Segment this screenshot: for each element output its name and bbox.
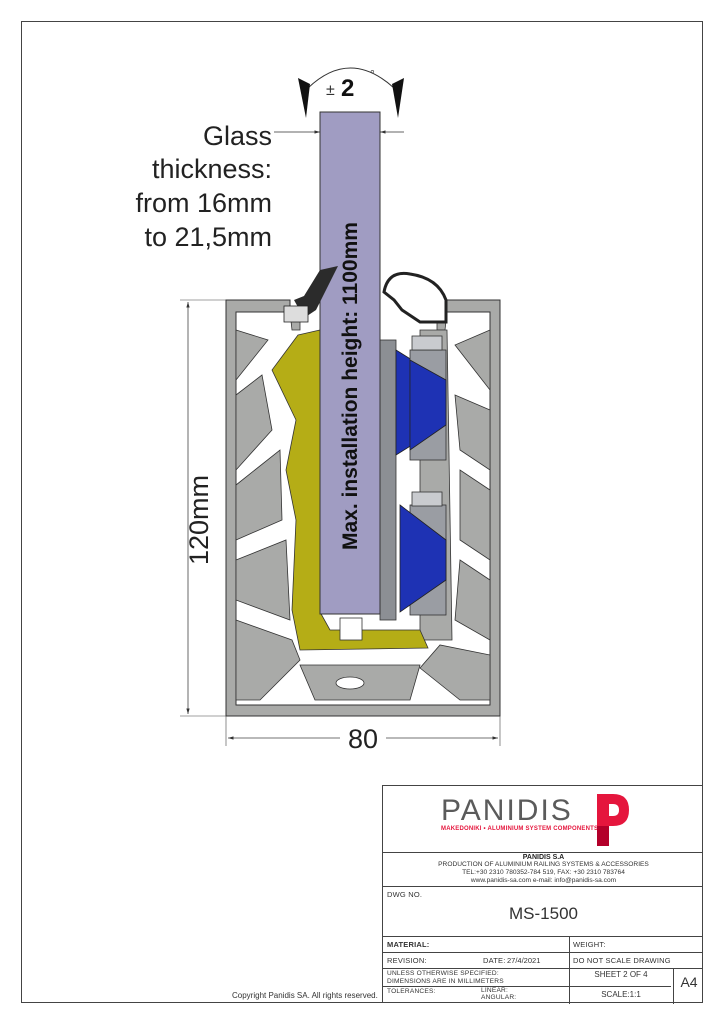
wedge-upper xyxy=(395,335,447,461)
rotation-sign: ± xyxy=(326,82,335,99)
dwg-no-label: DWG NO. xyxy=(387,890,423,899)
glass-pane xyxy=(319,111,381,615)
rotation-arrow-right xyxy=(392,78,404,118)
width-dim-text: 80 xyxy=(348,724,378,754)
truss-left-3 xyxy=(235,449,283,541)
max-height-label: Max. installation height: 1100mm xyxy=(339,222,362,550)
gasket-left-base xyxy=(283,305,309,323)
divider-dwg xyxy=(383,936,702,937)
divider-paper-size xyxy=(673,968,674,1004)
screw-head-lower xyxy=(411,491,443,507)
glass-thickness-line-4: to 21,5mm xyxy=(144,222,272,252)
glass-thickness-line-2: thickness: xyxy=(152,154,272,184)
rotation-arc xyxy=(307,67,395,89)
revision-label: REVISION: xyxy=(387,956,427,965)
truss-left-1 xyxy=(235,329,269,382)
date-label: DATE: xyxy=(483,956,506,965)
bottom-hole xyxy=(335,676,365,690)
gasket-right xyxy=(382,271,448,324)
scale-value: SCALE:1:1 xyxy=(601,990,641,999)
truss-right-2 xyxy=(454,394,491,471)
divider-company xyxy=(383,886,702,887)
height-dim-text: 120mm xyxy=(184,475,214,565)
divider-vertical-main xyxy=(569,936,570,1004)
gasket-left xyxy=(294,266,338,318)
truss-left-2 xyxy=(235,374,273,472)
rotation-indicator: ± 2 ° xyxy=(298,67,404,118)
company-web: www.panidis-sa.com e-mail: info@panidis-… xyxy=(470,877,617,884)
divider-logo xyxy=(383,852,702,853)
glass-setting-block xyxy=(339,617,363,641)
blue-wedge-lower xyxy=(399,504,447,613)
divider-revision xyxy=(383,968,702,969)
angular-label: ANGULAR: xyxy=(481,994,517,1001)
weight-label: WEIGHT: xyxy=(573,940,606,949)
drawing-sheet-border xyxy=(21,21,703,1003)
company-name: PANIDIS S.A xyxy=(522,854,565,861)
dwg-no-value: MS-1500 xyxy=(509,904,578,923)
company-activity: PRODUCTION OF ALUMINIUM RAILING SYSTEMS … xyxy=(438,861,649,868)
unless-line-2: DIMENSIONS ARE IN MILLIMETERS xyxy=(387,977,504,985)
rotation-unit: ° xyxy=(370,67,375,81)
date-value: 27/4/2021 xyxy=(507,956,541,965)
wedge-lower xyxy=(399,491,447,616)
truss-right-4 xyxy=(454,559,491,641)
title-block: PANIDIS MAKEDONIKI • ALUMINIUM SYSTEM CO… xyxy=(382,785,704,1004)
copyright-notice: Copyright Panidis SA. All rights reserve… xyxy=(232,991,378,1000)
truss-right-3 xyxy=(459,469,491,561)
truss-left-4 xyxy=(235,539,291,621)
glass-thickness-line-3: from 16mm xyxy=(135,188,272,218)
rotation-arrow-left xyxy=(298,78,310,118)
brand-tagline: MAKEDONIKI • ALUMINIUM SYSTEM COMPONENTS xyxy=(441,826,599,832)
brand-name: PANIDIS xyxy=(441,794,573,827)
truss-right-1 xyxy=(454,329,491,392)
do-not-scale-note: DO NOT SCALE DRAWING xyxy=(573,956,671,965)
truss-right-5 xyxy=(419,644,491,701)
rotation-value: 2 xyxy=(341,75,354,102)
width-dimension: 80 xyxy=(225,716,501,754)
sheet-number: SHEET 2 OF 4 xyxy=(594,970,648,979)
unless-specified-note: UNLESS OTHERWISE SPECIFIED: DIMENSIONS A… xyxy=(387,970,504,985)
truss-left-5 xyxy=(235,619,301,701)
tolerances-label: TOLERANCES: xyxy=(387,988,436,995)
height-dimension: 120mm xyxy=(180,299,226,717)
company-info: PANIDIS S.A PRODUCTION OF ALUMINIUM RAIL… xyxy=(383,854,704,886)
logo-area: PANIDIS MAKEDONIKI • ALUMINIUM SYSTEM CO… xyxy=(383,786,704,852)
screw-head-upper xyxy=(411,335,443,351)
spacer-plate xyxy=(379,339,397,621)
divider-material xyxy=(383,952,702,953)
material-label: MATERIAL: xyxy=(387,940,430,949)
blue-wedge-upper-front xyxy=(409,359,447,451)
glass-thickness-label: Glass thickness: from 16mm to 21,5mm xyxy=(135,121,404,252)
panidis-logo-icon xyxy=(597,794,629,846)
paper-size: A4 xyxy=(680,974,698,990)
glass-thickness-line-1: Glass xyxy=(203,121,272,151)
unless-line-1: UNLESS OTHERWISE SPECIFIED: xyxy=(387,970,499,977)
width-dim-text-bg xyxy=(340,726,386,750)
company-phone: TEL:+30 2310 780352-784 519, FAX: +30 23… xyxy=(462,869,625,876)
linear-label: LINEAR: xyxy=(481,987,509,994)
divider-unless xyxy=(383,986,671,987)
